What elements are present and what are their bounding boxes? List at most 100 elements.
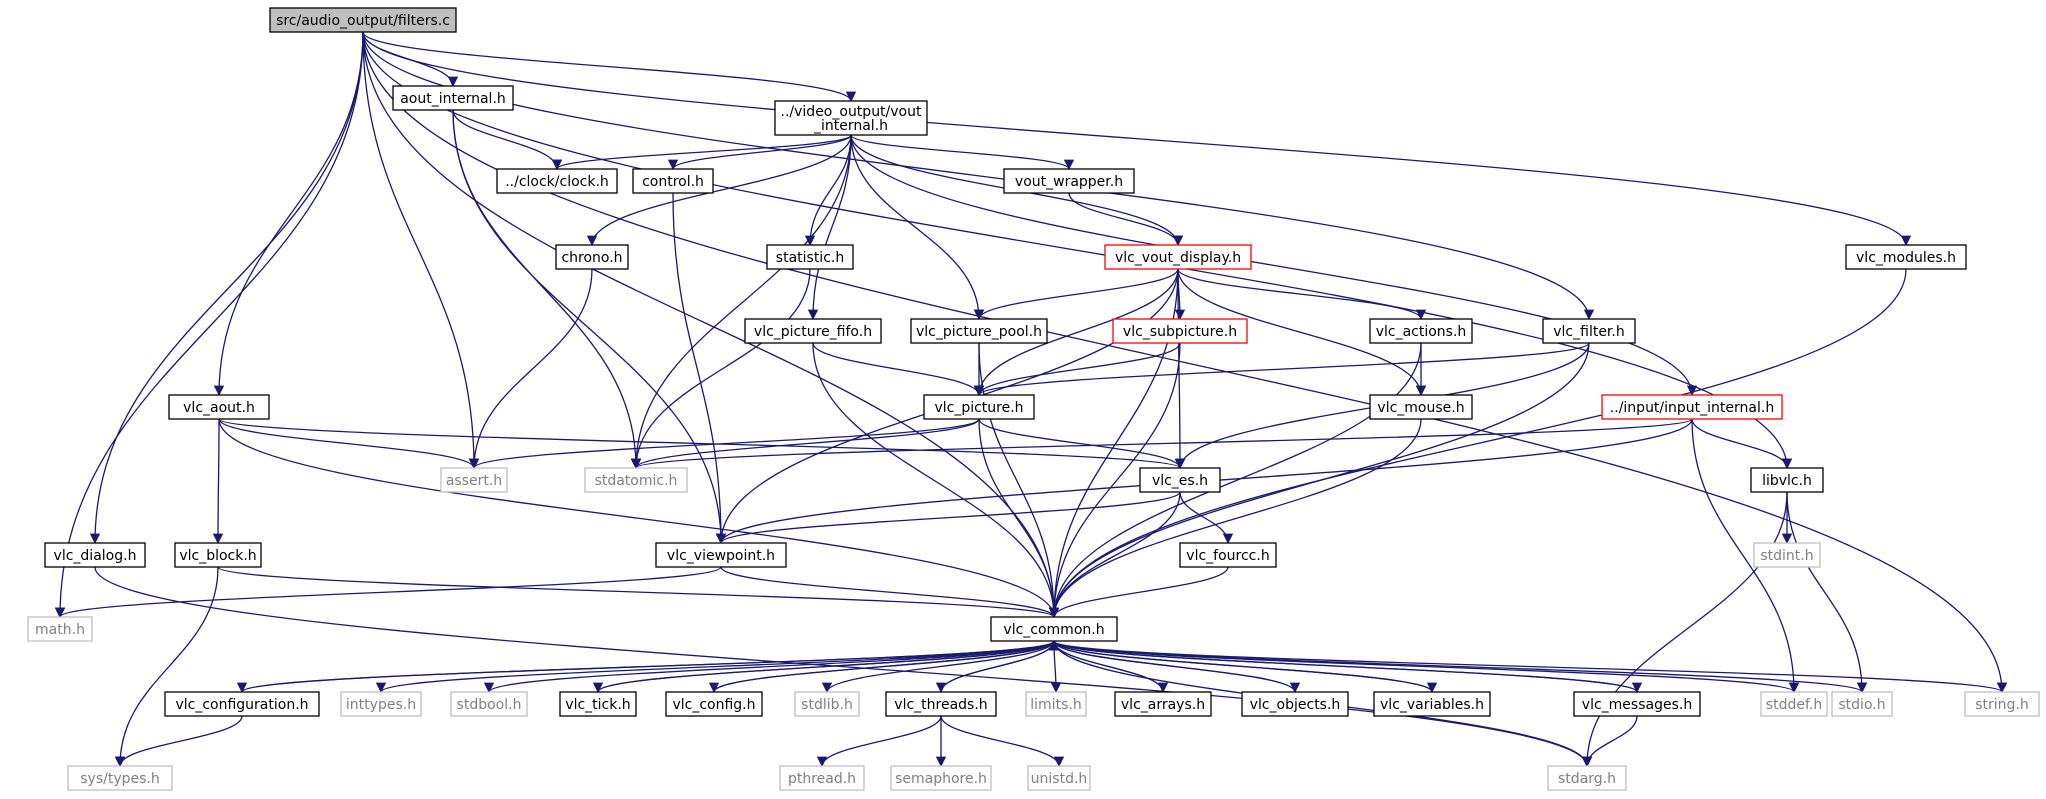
edge-vlc_modules-to-vlc_common [1048,268,1907,619]
node-vlc_objects[interactable]: vlc_objects.h [1241,691,1349,717]
edge-vlc_subpicture-to-vlc_picture [973,342,1181,397]
edge-vlc_aout-to-vlc_block [212,418,224,545]
edge-vlc_picture_fifo-to-vlc_picture [812,342,985,397]
node-inttypes: inttypes.h [340,691,422,717]
edge-libvlc-to-stdio [1786,491,1868,694]
edge-vlc_viewpoint-to-vlc_common [720,566,1060,619]
node-assert: assert.h [440,467,508,493]
node-box [1831,691,1893,717]
node-label: inttypes.h [346,697,416,713]
node-label: vlc_vout_display.h [1115,250,1241,266]
node-box [44,542,146,568]
node-box [990,616,1118,642]
node-unistd: unistd.h [1027,765,1091,791]
edge-vout_internal-to-control [667,134,852,171]
node-box [1112,318,1248,344]
node-math: math.h [27,616,93,642]
node-vlc_picture_fifo[interactable]: vlc_picture_fifo.h [744,318,882,344]
node-box [766,244,854,270]
node-vlc_picture[interactable]: vlc_picture.h [923,394,1035,420]
node-vlc_actions[interactable]: vlc_actions.h [1369,318,1473,344]
node-vlc_arrays[interactable]: vlc_arrays.h [1114,691,1212,717]
node-label: vlc_common.h [1003,622,1104,638]
node-vout_internal[interactable]: ../video_output/vout_internal.h [774,100,928,136]
node-aout_internal[interactable]: aout_internal.h [392,85,514,111]
edge-vlc_config-to-vlc_common [713,639,1060,693]
node-box [392,85,514,111]
edge-root-to-assert [362,31,480,470]
node-vlc_mouse[interactable]: vlc_mouse.h [1369,394,1473,420]
node-vlc_modules[interactable]: vlc_modules.h [1845,244,1967,270]
node-label: vlc_filter.h [1553,324,1624,340]
node-vlc_tick[interactable]: vlc_tick.h [559,691,637,717]
node-control[interactable]: control.h [632,168,714,194]
node-limits: limits.h [1025,691,1087,717]
edge-vlc_picture-to-assert [469,418,980,470]
node-libvlc[interactable]: libvlc.h [1750,467,1824,493]
edge-vlc_block-to-sys_types [114,566,219,768]
node-label: stddef.h [1766,697,1822,713]
node-vlc_threads[interactable]: vlc_threads.h [885,691,997,717]
edge-vlc_aout-to-vlc_es [218,418,1185,470]
node-box [67,765,173,791]
node-box [885,691,997,717]
edge-vlc_objects-to-vlc_common [1048,639,1296,693]
node-clock[interactable]: ../clock/clock.h [496,168,618,194]
node-stdarg: stdarg.h [1547,765,1627,791]
edge-root-to-vlc_aout [213,31,364,397]
node-vlc_variables[interactable]: vlc_variables.h [1373,691,1491,717]
node-box [1369,394,1473,420]
node-label: vlc_config.h [672,697,755,713]
node-stdlib: stdlib.h [794,691,860,717]
node-label: stdarg.h [1558,771,1616,787]
node-vlc_picture_pool[interactable]: vlc_picture_pool.h [910,318,1048,344]
node-string: string.h [1964,691,2040,717]
node-vlc_viewpoint[interactable]: vlc_viewpoint.h [655,542,787,568]
node-vlc_dialog[interactable]: vlc_dialog.h [44,542,146,568]
node-box [1845,244,1967,270]
node-vlc_config[interactable]: vlc_config.h [665,691,763,717]
node-vlc_common[interactable]: vlc_common.h [990,616,1118,642]
edge-vlc_subpicture-to-vlc_common [1048,342,1181,619]
node-vlc_aout[interactable]: vlc_aout.h [168,394,270,420]
node-box [1025,691,1087,717]
node-vout_wrapper[interactable]: vout_wrapper.h [1003,168,1135,194]
node-statistic[interactable]: statistic.h [766,244,854,270]
edge-vlc_filter-to-vlc_picture [974,342,1590,397]
node-box [559,691,637,717]
node-box [1114,691,1212,717]
node-label: statistic.h [776,250,844,266]
edge-vlc_block-to-vlc_common [217,566,1059,619]
node-chrono[interactable]: chrono.h [555,244,629,270]
node-box [910,318,1048,344]
node-box [1003,168,1135,194]
node-root[interactable]: src/audio_output/filters.c [269,7,457,33]
node-box [794,691,860,717]
edge-statistic-to-stdatomic [630,268,811,470]
node-vlc_filter[interactable]: vlc_filter.h [1542,318,1636,344]
node-vlc_subpicture[interactable]: vlc_subpicture.h [1112,318,1248,344]
edge-control-to-vlc_viewpoint [672,192,727,545]
node-vlc_vout_display[interactable]: vlc_vout_display.h [1104,244,1252,270]
edge-root-to-vlc_filter [362,31,1595,321]
node-label: vout_wrapper.h [1015,174,1123,190]
node-stdbool: stdbool.h [450,691,528,717]
node-box [890,765,992,791]
node-label: ../input/input_internal.h [1610,400,1774,416]
edge-vlc_es-to-vlc_viewpoint [715,491,1181,545]
edge-vlc_common-to-string [1053,640,2007,694]
edge-vlc_common-to-stdbool [484,640,1055,694]
edge-vlc_picture-to-vlc_common [978,418,1060,619]
node-box [340,691,422,717]
edge-root-to-vlc_modules [362,31,1912,247]
node-box [1104,244,1252,270]
edge-vlc_threads-to-unistd [940,715,1065,768]
node-stdio: stdio.h [1831,691,1893,717]
node-vlc_messages[interactable]: vlc_messages.h [1573,691,1701,717]
node-vlc_es[interactable]: vlc_es.h [1139,467,1221,493]
node-vlc_block[interactable]: vlc_block.h [174,542,262,568]
node-label: vlc_dialog.h [54,548,137,564]
node-input_internal[interactable]: ../input/input_internal.h [1601,394,1783,420]
node-vlc_configuration[interactable]: vlc_configuration.h [164,691,320,717]
node-vlc_fourcc[interactable]: vlc_fourcc.h [1179,542,1277,568]
